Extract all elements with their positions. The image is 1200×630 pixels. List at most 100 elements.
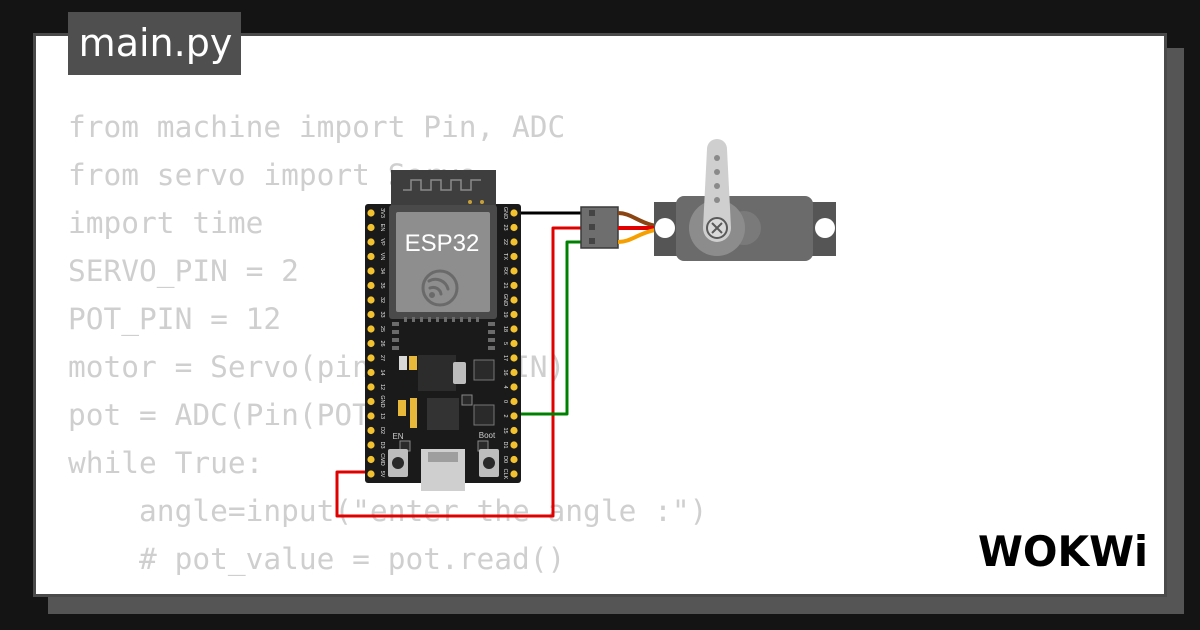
servo-screw-icon bbox=[711, 222, 723, 234]
left-pin-label: 5V bbox=[379, 471, 385, 478]
code-line: angle=input("enter the angle :") bbox=[68, 494, 708, 528]
left-pin-label: D2 bbox=[379, 427, 385, 434]
usb-port[interactable] bbox=[421, 449, 465, 491]
left-pin-label: CMD bbox=[379, 453, 385, 466]
right-pin-label: 0 bbox=[502, 400, 508, 403]
left-pin[interactable] bbox=[367, 252, 375, 261]
file-tab[interactable]: main.py bbox=[68, 12, 241, 75]
espressif-logo-icon bbox=[421, 269, 459, 307]
left-pin-label: 14 bbox=[379, 369, 385, 375]
left-pin[interactable] bbox=[367, 267, 375, 275]
code-line: import time bbox=[68, 206, 264, 240]
right-pin[interactable] bbox=[510, 412, 518, 420]
en-label: EN bbox=[392, 432, 403, 441]
servo-connector bbox=[580, 206, 619, 249]
right-pin[interactable] bbox=[510, 281, 518, 290]
left-pin[interactable] bbox=[367, 223, 375, 232]
right-pin[interactable] bbox=[510, 426, 518, 435]
right-pin-label: 21 bbox=[502, 282, 508, 288]
right-pin-label: GND bbox=[502, 294, 508, 306]
signal-wire bbox=[509, 240, 583, 416]
right-pin[interactable] bbox=[510, 339, 518, 348]
left-pin[interactable] bbox=[367, 238, 375, 246]
code-line: from servo import Servo bbox=[68, 158, 477, 192]
right-pin-label: CLK bbox=[502, 469, 508, 480]
code-line: # pot_value = pot.read() bbox=[68, 542, 566, 576]
left-pin-label: 25 bbox=[379, 326, 385, 332]
right-pin-label: 4 bbox=[502, 385, 508, 388]
code-line: POT_PIN = 12 bbox=[68, 302, 282, 336]
left-pin[interactable] bbox=[367, 368, 375, 377]
right-pin-label: 15 bbox=[502, 427, 508, 433]
wokwi-logo: WOKWi bbox=[978, 527, 1148, 576]
right-pin[interactable] bbox=[510, 252, 518, 261]
right-pin-label: D1 bbox=[502, 441, 508, 448]
boot-label: Boot bbox=[479, 431, 496, 440]
right-pin-label: 17 bbox=[502, 355, 508, 361]
left-pin[interactable] bbox=[367, 281, 375, 290]
right-pin-label: TX bbox=[502, 253, 508, 260]
right-pin-label: RX bbox=[502, 267, 508, 275]
left-pin[interactable] bbox=[367, 325, 375, 333]
right-pin[interactable] bbox=[510, 455, 518, 464]
right-pin[interactable] bbox=[510, 441, 518, 449]
left-pin-label: 13 bbox=[379, 413, 385, 419]
left-pin[interactable] bbox=[367, 296, 375, 304]
wokwi-logo-text: WOKWi bbox=[978, 527, 1148, 576]
left-pin-label: GND bbox=[379, 395, 385, 407]
code-line: from machine import Pin, ADC bbox=[68, 110, 566, 144]
right-pin[interactable] bbox=[510, 238, 518, 246]
right-pin-label: 23 bbox=[502, 224, 508, 230]
left-pin-label: 12 bbox=[379, 384, 385, 390]
left-pin-label: 32 bbox=[379, 297, 385, 303]
right-pin[interactable] bbox=[510, 325, 518, 333]
left-pin-label: VN bbox=[379, 253, 385, 261]
code-line: SERVO_PIN = 2 bbox=[68, 254, 299, 288]
right-pin[interactable] bbox=[510, 383, 518, 391]
left-pin[interactable] bbox=[367, 209, 375, 217]
right-pin[interactable] bbox=[510, 223, 518, 232]
board-components bbox=[398, 355, 495, 452]
left-pin-header bbox=[367, 209, 375, 478]
left-pin[interactable] bbox=[367, 354, 375, 362]
left-pin-label: 35 bbox=[379, 282, 385, 288]
left-pin[interactable] bbox=[367, 397, 375, 406]
left-pin[interactable] bbox=[367, 441, 375, 449]
right-pin[interactable] bbox=[510, 470, 518, 478]
right-pin[interactable] bbox=[510, 310, 518, 319]
left-pin-label: 27 bbox=[379, 355, 385, 361]
right-pin[interactable] bbox=[510, 397, 518, 406]
left-pin-label: 34 bbox=[379, 268, 385, 274]
left-pin[interactable] bbox=[367, 470, 375, 478]
left-pin-label: VP bbox=[379, 238, 385, 246]
right-pin-label: 5 bbox=[502, 342, 508, 345]
left-pin[interactable] bbox=[367, 412, 375, 420]
servo-motor[interactable] bbox=[654, 139, 836, 261]
left-pin[interactable] bbox=[367, 455, 375, 464]
left-pin[interactable] bbox=[367, 339, 375, 348]
right-pin-label: 16 bbox=[502, 369, 508, 375]
left-pin[interactable] bbox=[367, 426, 375, 435]
right-pin-label: D0 bbox=[502, 456, 508, 463]
chip-label: ESP32 bbox=[405, 230, 480, 257]
right-pin[interactable] bbox=[510, 354, 518, 362]
left-pin-label: 3V3 bbox=[379, 208, 385, 218]
power-wire bbox=[335, 226, 583, 518]
right-pin[interactable] bbox=[510, 267, 518, 275]
left-pin[interactable] bbox=[367, 383, 375, 391]
en-button[interactable] bbox=[388, 449, 408, 477]
left-pin-label: 26 bbox=[379, 340, 385, 346]
esp32-board[interactable]: ESP32 EN Boot bbox=[365, 170, 521, 491]
left-pin-label: 33 bbox=[379, 311, 385, 317]
right-pin-label: GND bbox=[502, 207, 508, 219]
right-pin[interactable] bbox=[510, 368, 518, 377]
right-pin-label: 19 bbox=[502, 311, 508, 317]
servo-horn bbox=[703, 139, 731, 242]
right-pin[interactable] bbox=[510, 296, 518, 304]
boot-button[interactable] bbox=[479, 449, 499, 477]
left-pin[interactable] bbox=[367, 310, 375, 319]
right-pin[interactable] bbox=[510, 209, 518, 217]
left-pin-labels: 3V3ENVPVN343532332526271412GND13D2D3CMD5… bbox=[379, 208, 385, 478]
module-castellations bbox=[392, 317, 495, 350]
